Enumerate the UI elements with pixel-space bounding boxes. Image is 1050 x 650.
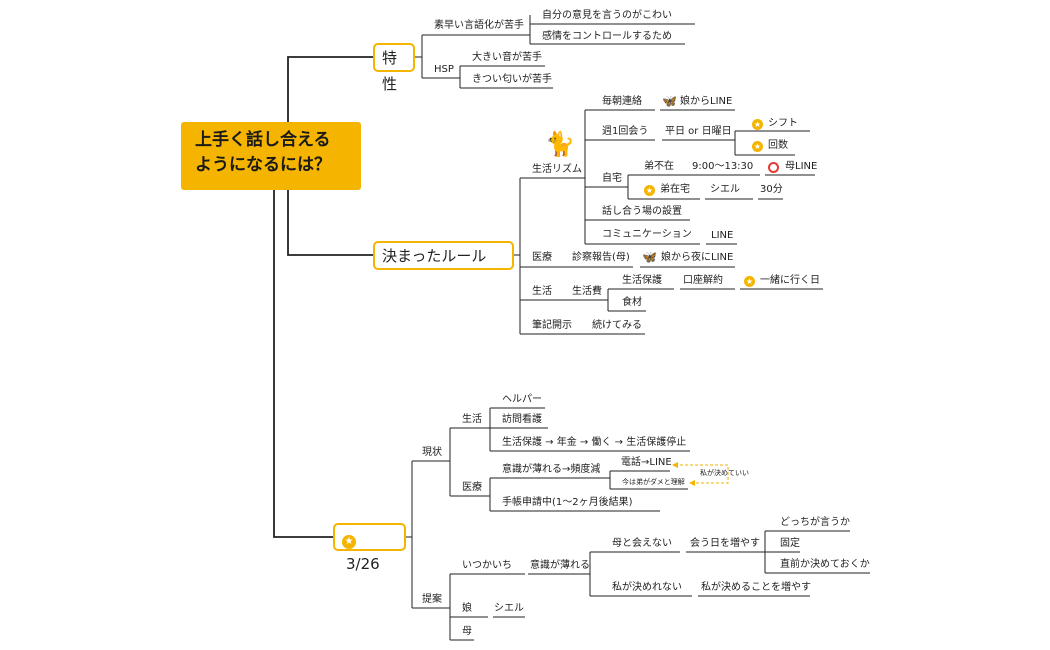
topic-life-account[interactable]: 口座解約: [683, 275, 723, 286]
topic-hsp[interactable]: HSP: [434, 64, 454, 75]
topic-current-life[interactable]: 生活: [462, 414, 482, 425]
topic-hsp-item-2[interactable]: きつい匂いが苦手: [472, 74, 552, 85]
butterfly-icon: 🦋: [642, 250, 657, 264]
topic-notes[interactable]: 筆記開示: [532, 320, 572, 331]
topic-proposal-decide-more[interactable]: 私が決めることを増やす: [701, 582, 811, 593]
topic-proposal-fading[interactable]: 意識が薄れる: [530, 560, 590, 571]
topic-morning-value[interactable]: 娘からLINE: [680, 96, 733, 107]
ring-icon: [768, 162, 779, 173]
topic-proposal-day-option-1[interactable]: どっちが言うか: [780, 517, 850, 528]
star-icon: ★: [752, 119, 763, 130]
topic-home-present[interactable]: 弟在宅: [660, 184, 690, 195]
topic-proposal-cant-decide[interactable]: 私が決めれない: [612, 582, 682, 593]
topic-proposal-more-days[interactable]: 会う日を増やす: [690, 538, 760, 549]
topic-proposal-cant-meet[interactable]: 母と会えない: [612, 538, 672, 549]
topic-current-poor[interactable]: 今は弟がダメと理解: [622, 478, 685, 486]
topic-rhythm[interactable]: 生活リズム: [532, 164, 582, 175]
topic-proposal-day-option-2[interactable]: 固定: [780, 538, 800, 549]
topic-current[interactable]: 現状: [422, 447, 442, 458]
branch-traits-label: 特性: [382, 49, 398, 93]
topic-home-absent-value[interactable]: 母LINE: [785, 161, 818, 172]
topic-proposal-ciel[interactable]: シエル: [494, 603, 524, 614]
star-icon: ★: [644, 185, 655, 196]
cat-icon: 🐈: [545, 130, 575, 158]
topic-current-life-item-3[interactable]: 生活保護 → 年金 → 働く → 生活保護停止: [502, 437, 687, 448]
topic-current-booklet[interactable]: 手帳申請中(1〜2ヶ月後結果): [502, 497, 633, 508]
branch-traits[interactable]: 特性: [373, 43, 415, 93]
topic-home[interactable]: 自宅: [602, 173, 622, 184]
topic-current-note[interactable]: 私が決めていい: [700, 469, 749, 477]
root-title-line1: 上手く話し合える: [195, 130, 331, 150]
topic-home-absent-time[interactable]: 9:00〜13:30: [692, 161, 754, 172]
topic-proposal-daughter[interactable]: 娘: [462, 603, 472, 614]
topic-proposal-mother[interactable]: 母: [462, 626, 472, 637]
topic-current-life-item-2[interactable]: 訪問看護: [502, 414, 542, 425]
topic-home-present-who[interactable]: シエル: [710, 184, 740, 195]
branch-rules[interactable]: 決まったルール: [373, 241, 514, 270]
root-title-line2: ようになるには？: [195, 155, 331, 175]
topic-current-phone[interactable]: 電話→LINE: [621, 457, 672, 468]
star-icon: ★: [752, 141, 763, 152]
topic-morning[interactable]: 毎朝連絡: [602, 96, 642, 107]
topic-communication-value[interactable]: LINE: [711, 230, 734, 241]
topic-verbal[interactable]: 素早い言語化が苦手: [434, 20, 524, 31]
topic-verbal-item-1[interactable]: 自分の意見を言うのがこわい: [542, 10, 672, 21]
topic-notes-value[interactable]: 続けてみる: [592, 320, 642, 331]
topic-current-medical[interactable]: 医療: [462, 482, 482, 493]
topic-life-together[interactable]: 一緒に行く日: [760, 275, 820, 286]
branch-date[interactable]: ★ 3/26: [333, 523, 406, 573]
star-icon: ★: [342, 535, 356, 549]
topic-life-food[interactable]: 食材: [622, 297, 642, 308]
topic-home-absent[interactable]: 弟不在: [644, 161, 674, 172]
topic-verbal-item-2[interactable]: 感情をコントロールするため: [542, 31, 672, 42]
topic-proposal-always[interactable]: いつかいち: [462, 560, 512, 571]
butterfly-icon: 🦋: [662, 94, 677, 108]
topic-medical-report[interactable]: 診察報告(母): [572, 252, 630, 263]
topic-communication[interactable]: コミュニケーション: [602, 229, 692, 240]
topic-weekly-option-1[interactable]: シフト: [768, 118, 798, 129]
topic-weekly[interactable]: 週1回会う: [602, 126, 649, 137]
star-icon: ★: [744, 276, 755, 287]
topic-life-welfare[interactable]: 生活保護: [622, 275, 662, 286]
topic-venue[interactable]: 話し合う場の設置: [602, 206, 682, 217]
topic-medical[interactable]: 医療: [532, 252, 552, 263]
topic-home-present-time[interactable]: 30分: [760, 184, 783, 195]
branch-date-label: 3/26: [346, 555, 380, 573]
topic-proposal[interactable]: 提案: [422, 594, 442, 605]
branch-rules-label: 決まったルール: [382, 247, 487, 265]
topic-proposal-day-option-3[interactable]: 直前か決めておくか: [780, 559, 870, 570]
topic-current-life-item-1[interactable]: ヘルパー: [502, 394, 542, 405]
topic-life[interactable]: 生活: [532, 286, 552, 297]
topic-life-expenses[interactable]: 生活費: [572, 286, 602, 297]
topic-current-fading[interactable]: 意識が薄れる→頻度減: [502, 464, 601, 475]
topic-medical-value[interactable]: 娘から夜にLINE: [661, 252, 734, 263]
root-topic[interactable]: 上手く話し合える ようになるには？: [181, 122, 361, 190]
topic-weekly-value[interactable]: 平日 or 日曜日: [665, 126, 732, 137]
topic-hsp-item-1[interactable]: 大きい音が苦手: [472, 52, 542, 63]
topic-weekly-option-2[interactable]: 回数: [768, 140, 788, 151]
